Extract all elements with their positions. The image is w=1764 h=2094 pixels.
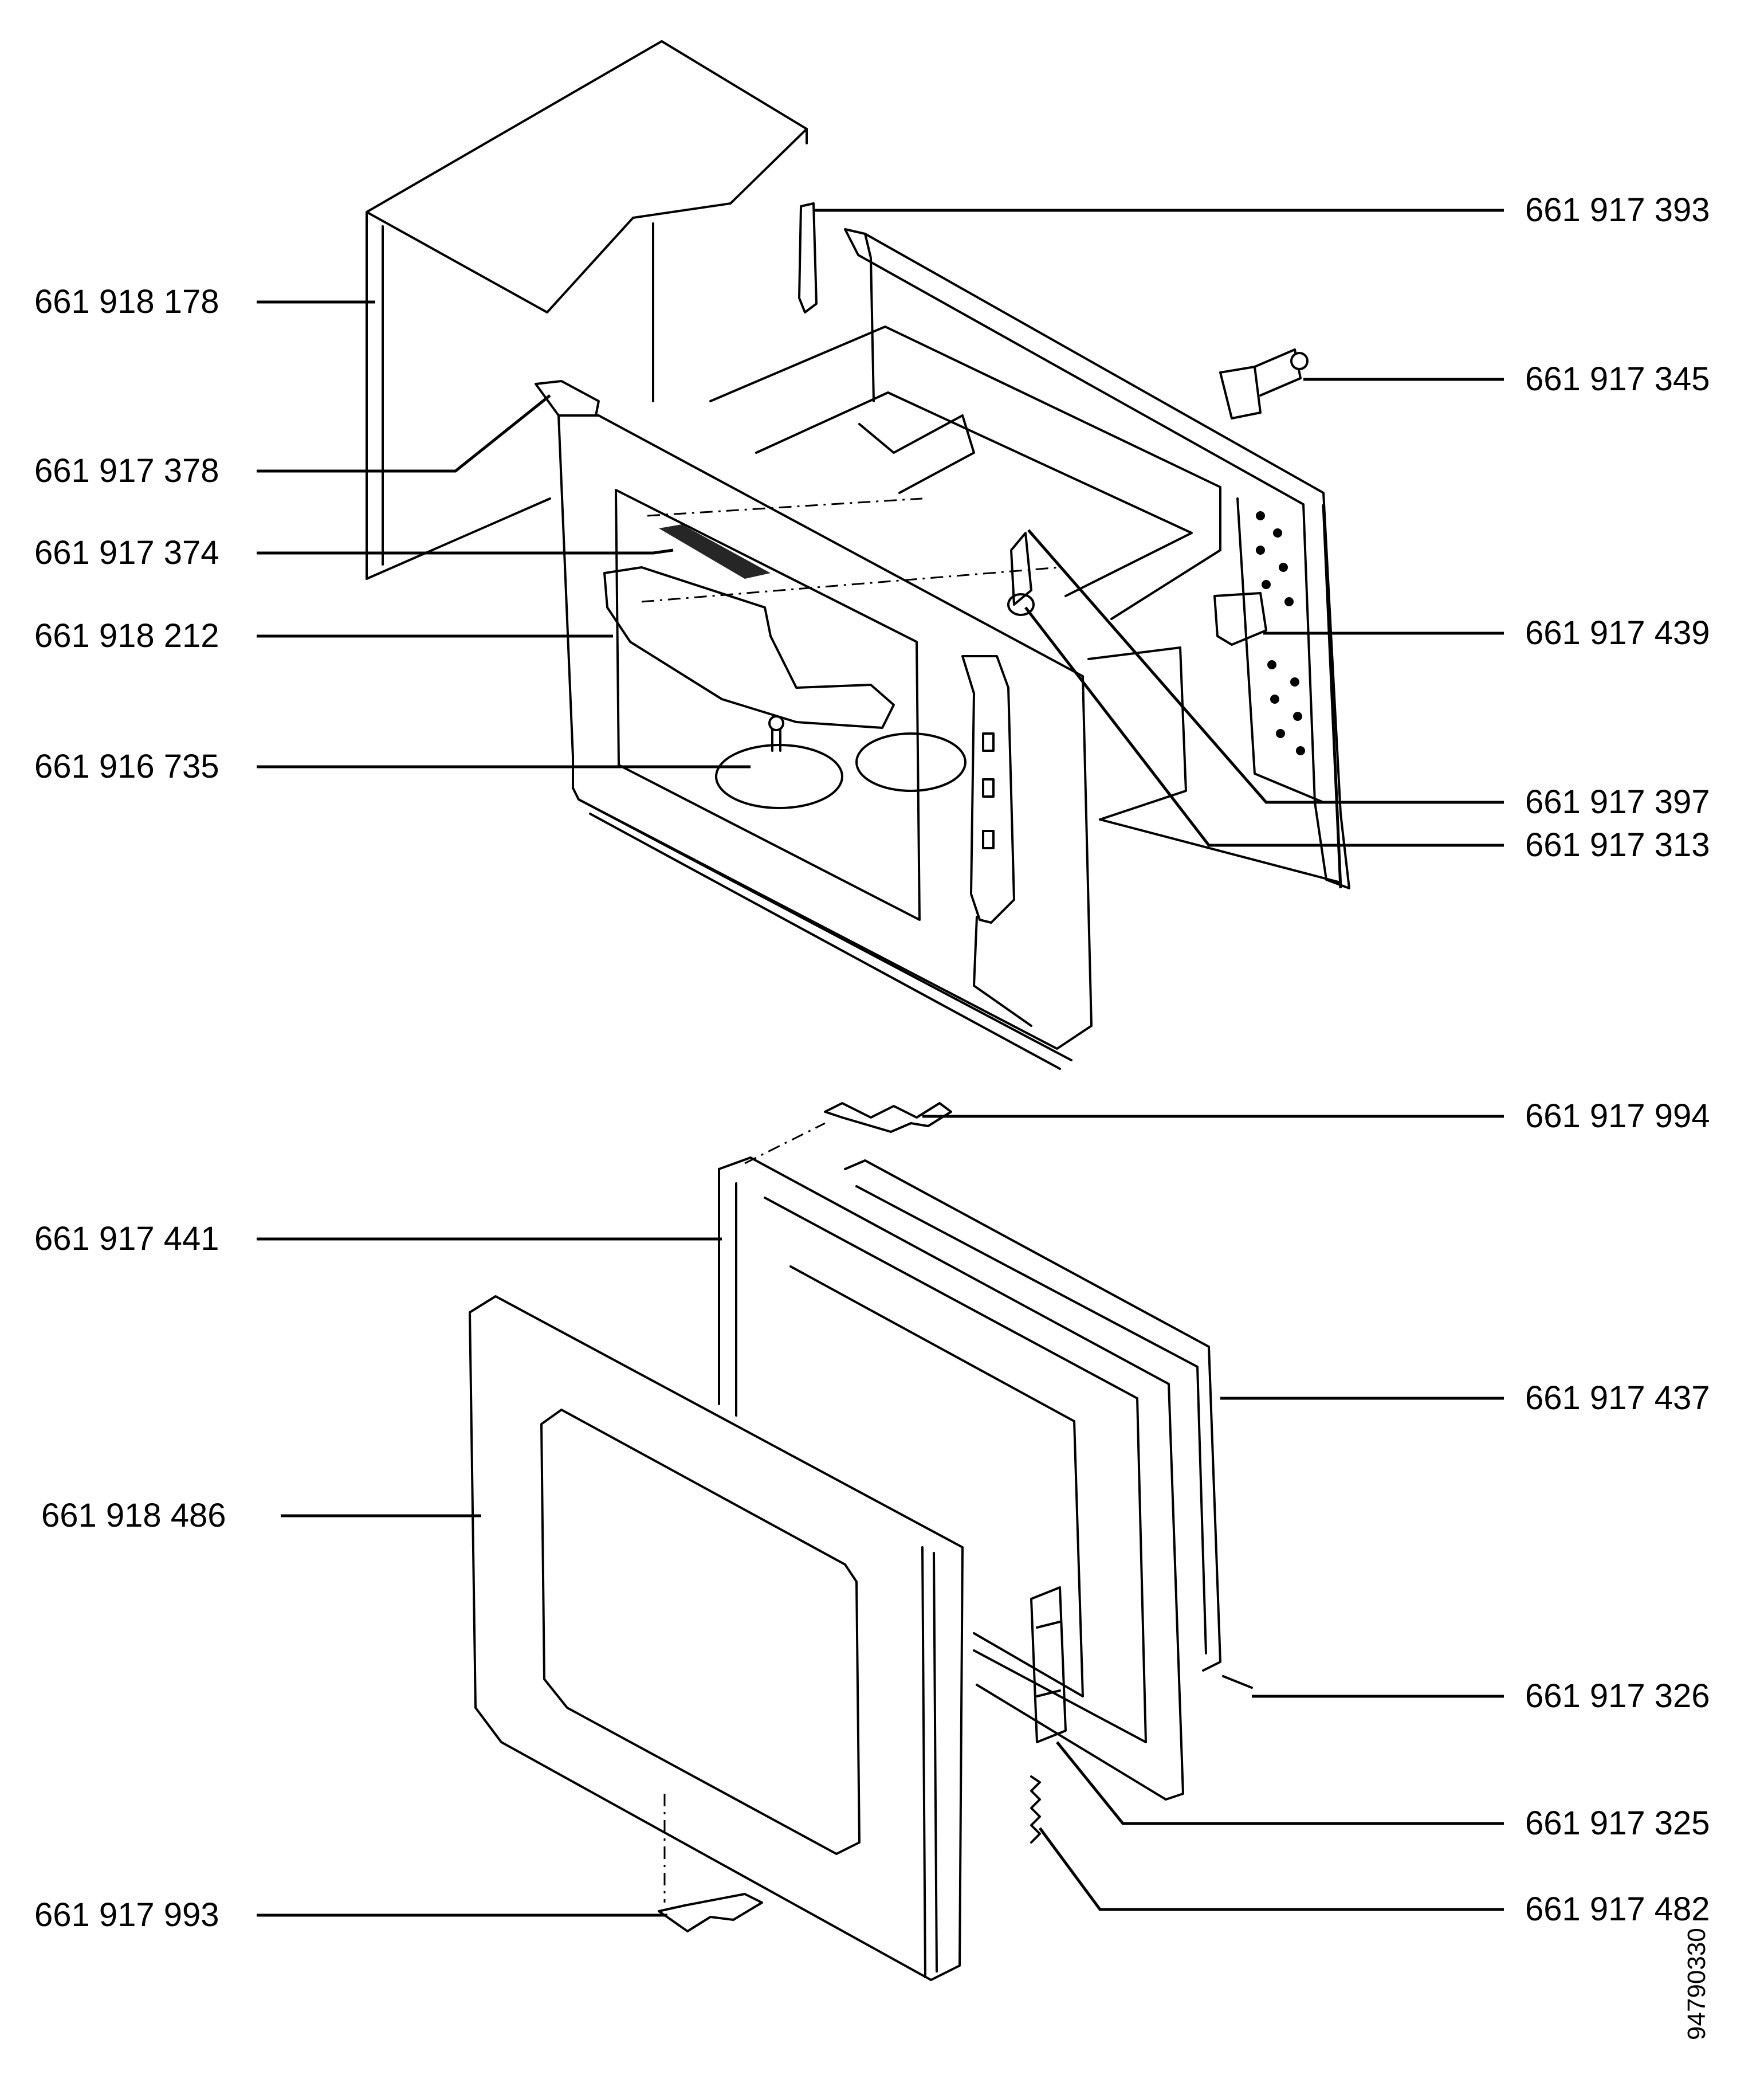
- outer-cover-part: [366, 40, 808, 580]
- label-lamp: 661 917 313: [1525, 826, 1710, 864]
- label-door-outer-panel: 661 918 486: [41, 1497, 226, 1534]
- label-door-latch: 661 917 325: [1525, 1805, 1710, 1842]
- drawing-code: 94790330: [1683, 1928, 1711, 2040]
- label-turntable-coupler: 661 916 735: [34, 748, 219, 785]
- label-bracket-top: 661 917 378: [34, 452, 219, 489]
- label-pin: 661 917 326: [1525, 1677, 1710, 1715]
- label-door-frame: 661 917 441: [34, 1220, 219, 1257]
- label-hinge-bottom: 661 917 993: [34, 1896, 219, 1934]
- label-spring: 661 917 482: [1525, 1891, 1710, 1928]
- door-assembly-part: [469, 1102, 1253, 1981]
- leader-lines: [257, 209, 1504, 1917]
- label-heating-element: 661 918 212: [34, 617, 219, 654]
- label-mesh-filter: 661 917 374: [34, 534, 219, 571]
- label-lamp-holder: 661 917 397: [1525, 783, 1710, 821]
- label-hinge-top: 661 917 994: [1525, 1097, 1710, 1135]
- label-terminal-block: 661 917 439: [1525, 614, 1710, 652]
- label-side-bracket: 661 917 393: [1525, 191, 1710, 229]
- label-cover: 661 918 178: [34, 283, 219, 320]
- label-door-seal: 661 917 437: [1525, 1379, 1710, 1417]
- oven-housing-part: [535, 202, 1350, 1070]
- rear-vent-holes: [1256, 511, 1305, 755]
- label-fan-motor: 661 917 345: [1525, 360, 1710, 398]
